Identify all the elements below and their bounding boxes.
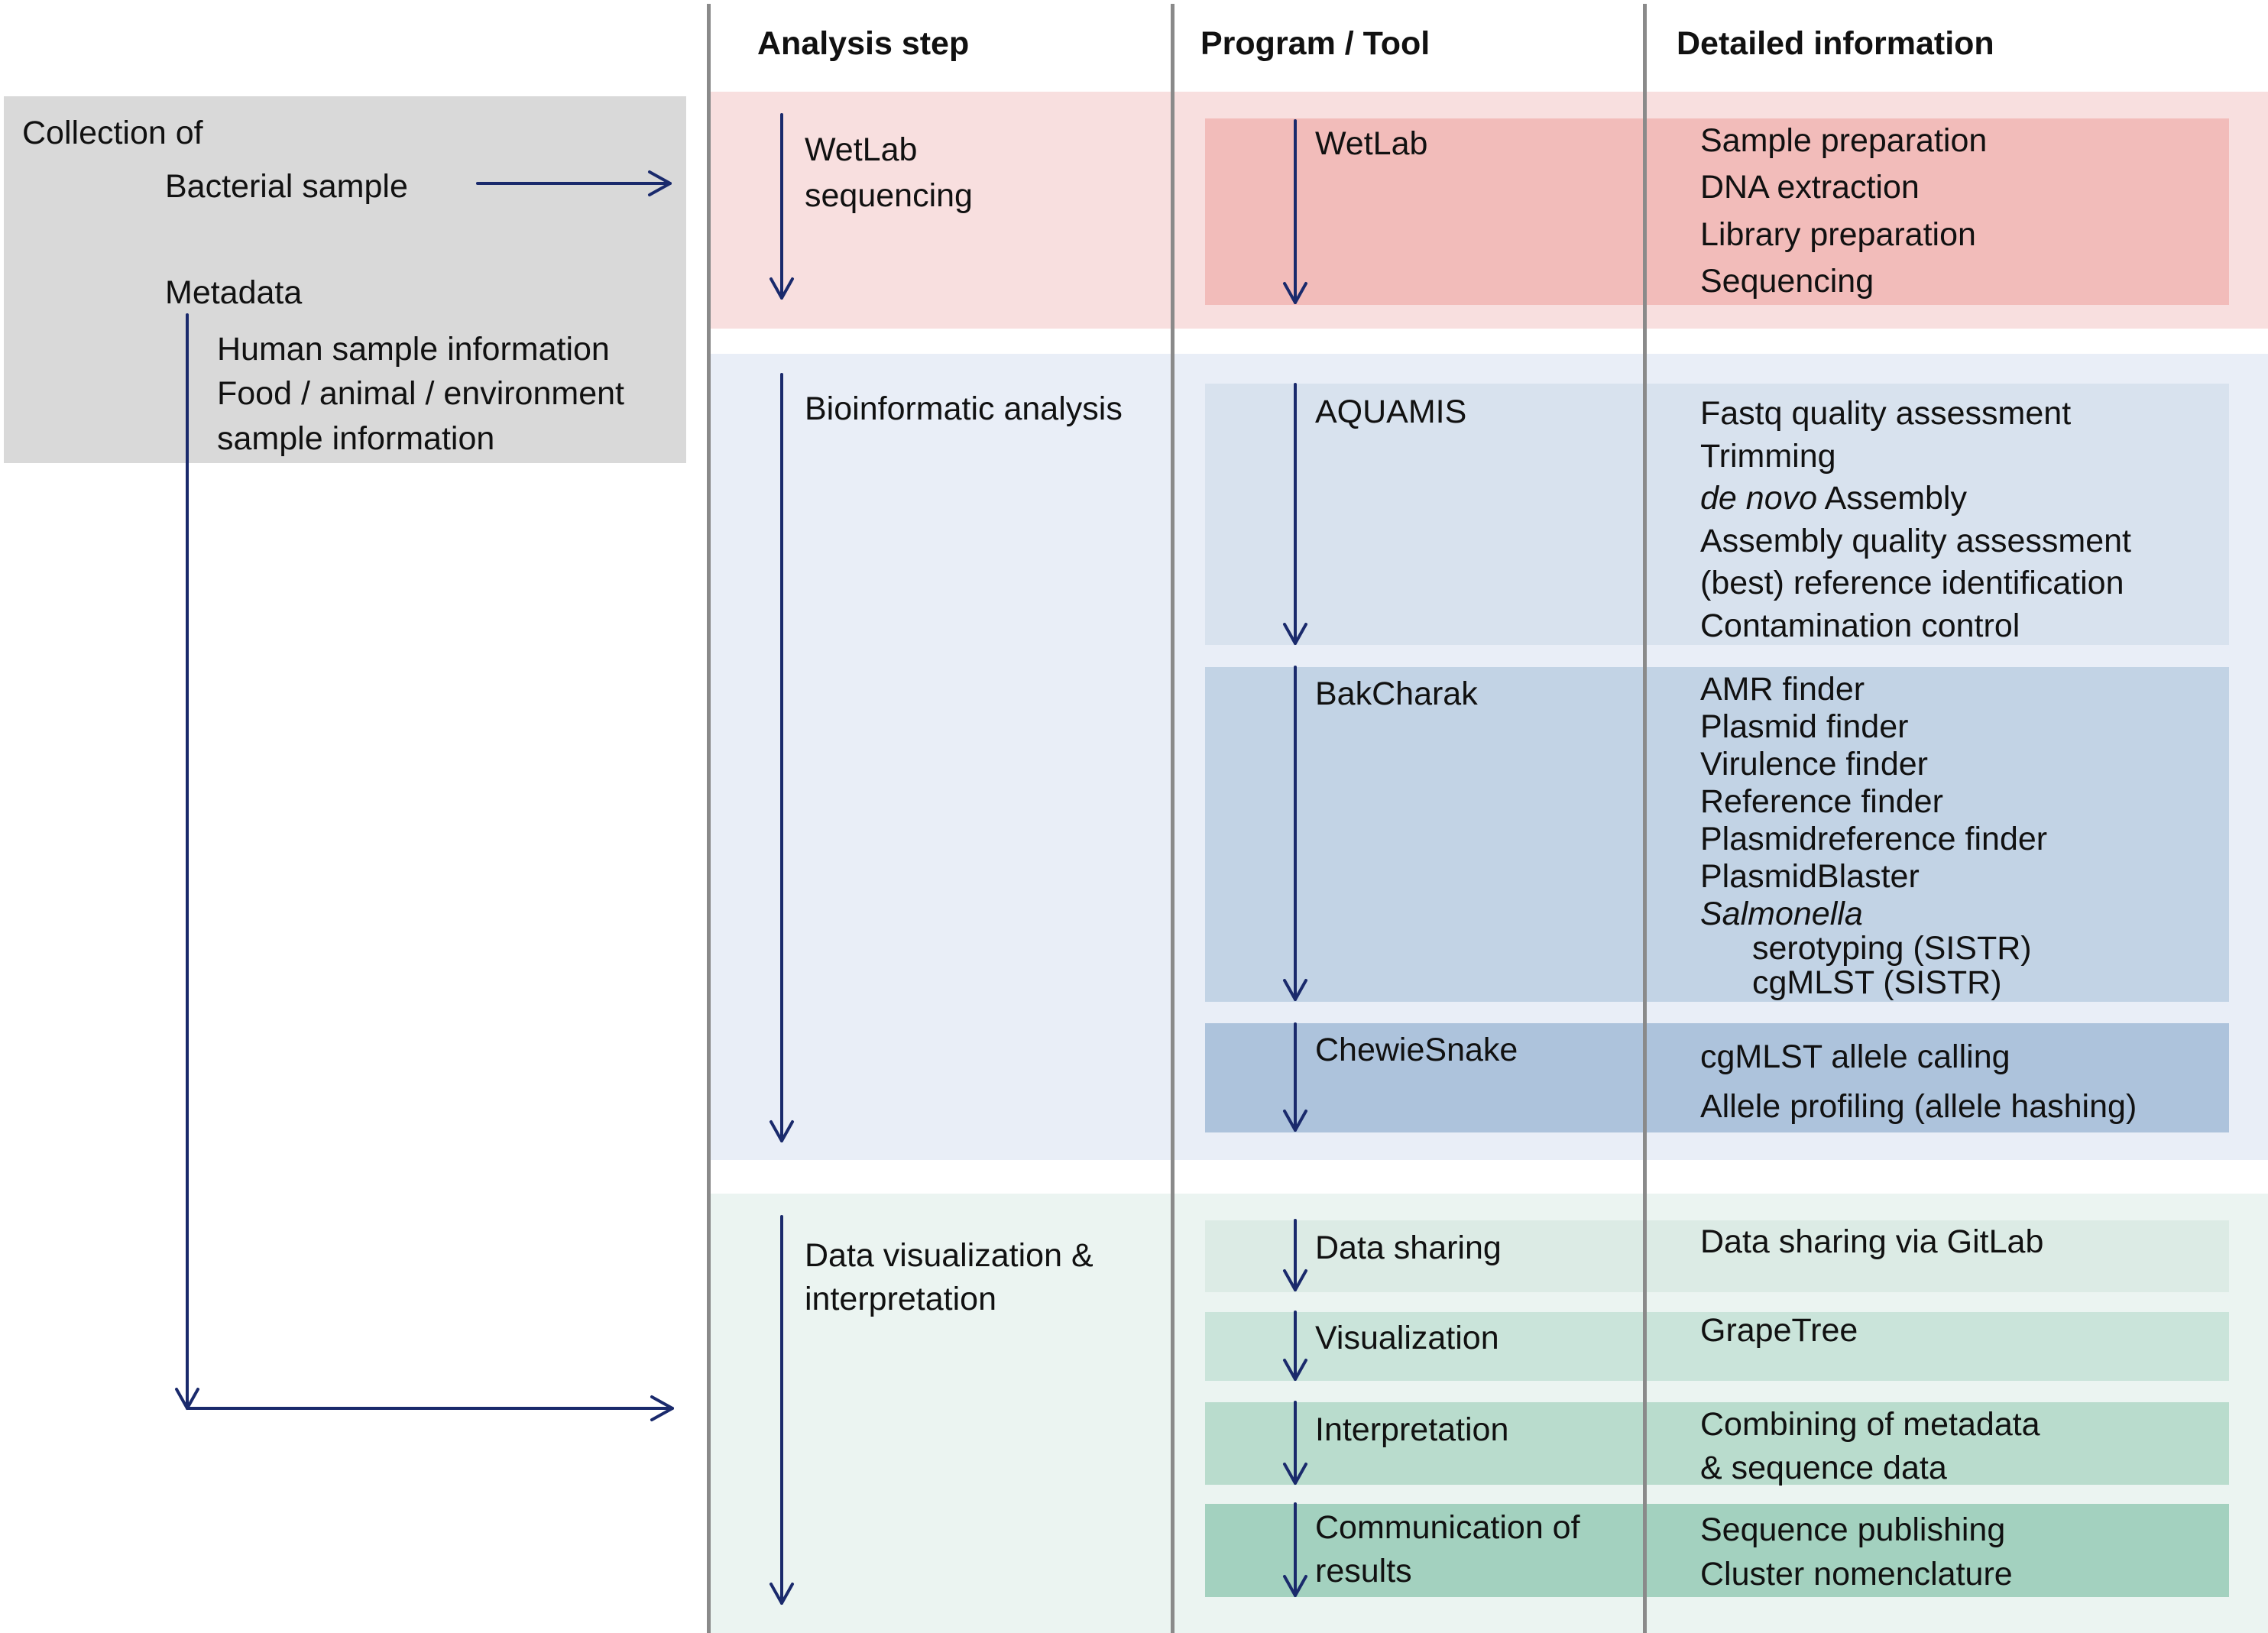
detail-bakcharak-item: AMR finder bbox=[1700, 671, 1865, 708]
detail-interpretation-item: Combining of metadata bbox=[1700, 1406, 2040, 1443]
arrow-bacterial-to-wetlab bbox=[476, 170, 672, 196]
denovo-italic: de novo bbox=[1700, 480, 1818, 517]
detail-aquamis-item: Trimming bbox=[1700, 438, 1836, 475]
arrow-tool-wetlab bbox=[1283, 119, 1307, 304]
arrow-tool-communication bbox=[1283, 1502, 1307, 1597]
arrow-step-bioinformatic bbox=[770, 373, 794, 1142]
header-analysis-step: Analysis step bbox=[757, 25, 970, 62]
detail-bakcharak-subitem: cgMLST (SISTR) bbox=[1752, 964, 2002, 1001]
detail-aquamis-item: (best) reference identification bbox=[1700, 565, 2124, 601]
detail-communication-item: Sequence publishing bbox=[1700, 1511, 2006, 1548]
interpretation-tool-box bbox=[1205, 1402, 2229, 1485]
detail-bakcharak-item: PlasmidBlaster bbox=[1700, 858, 1920, 895]
tool-aquamis-name: AQUAMIS bbox=[1315, 394, 1467, 430]
detail-bakcharak-salmonella: Salmonella bbox=[1700, 896, 1863, 932]
wetlab-tool-box bbox=[1205, 118, 2229, 305]
header-detailed-information: Detailed information bbox=[1677, 25, 1994, 62]
arrow-tool-aquamis bbox=[1283, 383, 1307, 645]
detail-chewiesnake-item: Allele profiling (allele hashing) bbox=[1700, 1088, 2137, 1125]
tool-datasharing-name: Data sharing bbox=[1315, 1230, 1502, 1266]
detail-interpretation-item: & sequence data bbox=[1700, 1450, 1947, 1486]
detail-visualization-item: GrapeTree bbox=[1700, 1312, 1858, 1349]
arrow-step-wetlab bbox=[770, 113, 794, 300]
tool-chewiesnake-name: ChewieSnake bbox=[1315, 1032, 1518, 1068]
datasharing-tool-box bbox=[1205, 1220, 2229, 1292]
tool-visualization-name: Visualization bbox=[1315, 1320, 1499, 1356]
detail-aquamis-item: Assembly quality assessment bbox=[1700, 523, 2131, 559]
detail-datasharing-item: Data sharing via GitLab bbox=[1700, 1223, 2044, 1260]
arrow-step-dataviz bbox=[770, 1215, 794, 1605]
detail-aquamis-item: Contamination control bbox=[1700, 608, 2020, 644]
food-sample-info-line2: sample information bbox=[217, 420, 495, 457]
divider-line-3 bbox=[1643, 4, 1647, 1633]
denovo-rest: Assembly bbox=[1817, 480, 1967, 517]
step-bioinformatic: Bioinformatic analysis bbox=[805, 390, 1123, 427]
arrow-tool-visualization bbox=[1283, 1311, 1307, 1381]
detail-bakcharak-item: Reference finder bbox=[1700, 783, 1943, 820]
communication-tool-box bbox=[1205, 1504, 2229, 1597]
tool-communication-name-line2: results bbox=[1315, 1553, 1412, 1589]
metadata-label: Metadata bbox=[165, 274, 303, 311]
divider-line-2 bbox=[1171, 4, 1174, 1633]
divider-line-1 bbox=[707, 4, 711, 1633]
arrow-tool-datasharing bbox=[1283, 1219, 1307, 1291]
aquamis-tool-box bbox=[1205, 384, 2229, 645]
tool-wetlab-name: WetLab bbox=[1315, 125, 1428, 162]
detail-bakcharak-item: Plasmidreference finder bbox=[1700, 821, 2048, 857]
detail-chewiesnake-item: cgMLST allele calling bbox=[1700, 1038, 2010, 1075]
detail-bakcharak-subitem: serotyping (SISTR) bbox=[1752, 930, 2032, 967]
arrow-tool-interpretation bbox=[1283, 1401, 1307, 1485]
header-program-tool: Program / Tool bbox=[1200, 25, 1430, 62]
detail-aquamis-item: Fastq quality assessment bbox=[1700, 395, 2072, 432]
step-wetlab-line1: WetLab bbox=[805, 131, 918, 168]
collection-panel bbox=[4, 96, 686, 463]
step-wetlab-line2: sequencing bbox=[805, 177, 973, 214]
detail-wetlab-item: DNA extraction bbox=[1700, 169, 1920, 206]
step-dataviz-line2: interpretation bbox=[805, 1281, 996, 1317]
tool-interpretation-name: Interpretation bbox=[1315, 1411, 1509, 1448]
detail-bakcharak-item: Plasmid finder bbox=[1700, 708, 1909, 745]
arrow-tool-chewiesnake bbox=[1283, 1022, 1307, 1132]
detail-communication-item: Cluster nomenclature bbox=[1700, 1556, 2013, 1592]
arrow-metadata-to-interpretation bbox=[175, 313, 674, 1421]
detail-wetlab-item: Sequencing bbox=[1700, 263, 1874, 300]
detail-wetlab-item: Sample preparation bbox=[1700, 122, 1988, 159]
bakcharak-tool-box bbox=[1205, 667, 2229, 1002]
tool-bakcharak-name: BakCharak bbox=[1315, 676, 1478, 712]
chewiesnake-tool-box bbox=[1205, 1023, 2229, 1132]
detail-wetlab-item: Library preparation bbox=[1700, 216, 1976, 253]
bacterial-sample-label: Bacterial sample bbox=[165, 168, 408, 205]
human-sample-info: Human sample information bbox=[217, 331, 610, 368]
arrow-tool-bakcharak bbox=[1283, 666, 1307, 1001]
detail-aquamis-denovo: de novo Assembly bbox=[1700, 482, 1967, 515]
collection-title: Collection of bbox=[22, 115, 203, 151]
step-dataviz-line1: Data visualization & bbox=[805, 1237, 1094, 1274]
tool-communication-name-line1: Communication of bbox=[1315, 1509, 1580, 1546]
food-sample-info-line1: Food / animal / environment bbox=[217, 375, 624, 412]
visualization-tool-box bbox=[1205, 1312, 2229, 1381]
detail-bakcharak-item: Virulence finder bbox=[1700, 746, 1928, 782]
